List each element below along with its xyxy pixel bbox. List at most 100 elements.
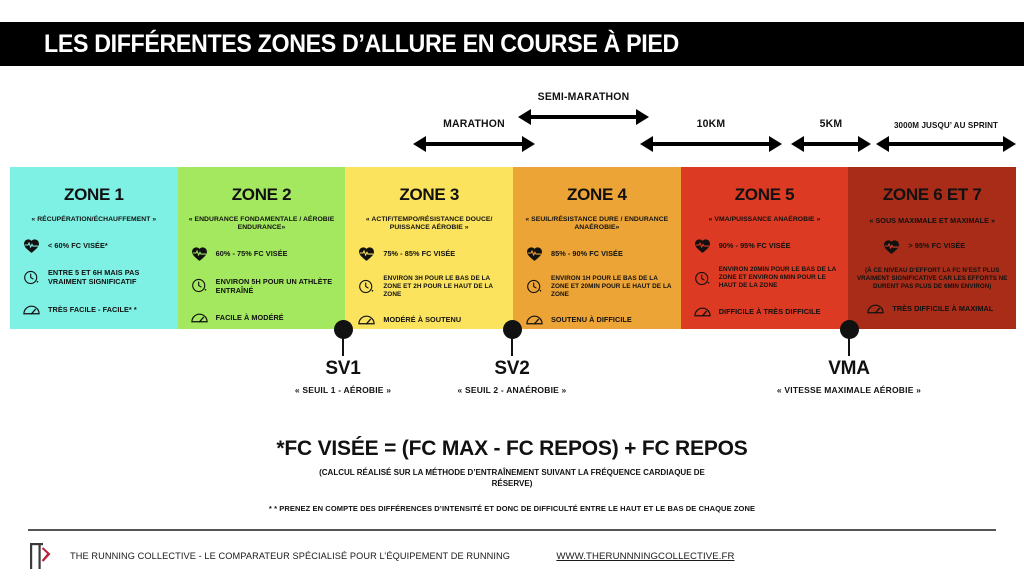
training-zones-band: ZONE 1 « RÉCUPÉRATION/ÉCHAUFFEMENT » < 6…	[10, 167, 1017, 331]
double-arrow-icon	[640, 136, 782, 152]
zone-effort-value: DIFFICILE À TRÈS DIFFICILE	[718, 306, 821, 316]
footer: THE RUNNING COLLECTIVE - LE COMPARATEUR …	[28, 540, 996, 572]
heart-rate-icon	[527, 247, 542, 262]
double-arrow-icon	[876, 136, 1016, 152]
formula-note: (CALCUL RÉALISÉ SUR LA MÉTHODE D’ENTRAÎN…	[319, 468, 705, 488]
zone-duration-value: ENVIRON 5H POUR UN ATHLÈTE ENTRAÎNÉ	[215, 276, 333, 295]
zone-column-1[interactable]: ZONE 1 « RÉCUPÉRATION/ÉCHAUFFEMENT » < 6…	[10, 167, 178, 329]
race-arrow-5km: 5KM	[791, 118, 871, 162]
zone-duration-row: ENVIRON 3H POUR LE BAS DE LA ZONE ET 2H …	[357, 275, 507, 299]
zone-column-4[interactable]: ZONE 4 « SEUIL/RÉSISTANCE DURE / ENDURAN…	[513, 167, 681, 329]
zone-title: ZONE 6 ET 7	[882, 185, 982, 204]
threshold-stem-sv2	[511, 330, 513, 356]
formula-block: *FC VISÉE = (FC MAX - FC REPOS) + FC REP…	[0, 437, 1024, 513]
zone-duration-row: (À CE NIVEAU D’EFFORT LA FC N’EST PLUS V…	[854, 267, 1010, 291]
double-arrow-icon	[791, 136, 871, 152]
zone-duration-value: ENVIRON 20MIN POUR LE BAS DE LA ZONE ET …	[718, 266, 837, 290]
zone-title: ZONE 5	[734, 185, 795, 204]
formula-main: *FC VISÉE = (FC MAX - FC REPOS) + FC REP…	[276, 437, 748, 460]
race-arrow-label: 5KM	[819, 118, 843, 130]
heart-rate-icon	[694, 239, 710, 253]
zone-hr-row: 85% - 90% FC VISÉE	[525, 243, 675, 265]
zone-effort-row: MODÉRÉ À SOUTENU	[357, 309, 507, 331]
zone-effort-row: SOUTENU À DIFFICILE	[525, 309, 675, 331]
gauge-icon	[23, 305, 40, 315]
gauge-icon	[693, 307, 711, 317]
zone-hr-row: 90% - 95% FC VISÉE	[693, 234, 843, 256]
zone-column-2[interactable]: ZONE 2 « ENDURANCE FONDAMENTALE / AÉROBI…	[177, 167, 346, 329]
race-arrow-3000m-sprint: 3000M JUSQU’ AU SPRINT	[876, 120, 1016, 164]
zone-effort-value: TRÈS DIFFICILE À MAXIMAL	[892, 303, 994, 313]
zone-effort-value: TRÈS FACILE - FACILE* *	[48, 304, 137, 314]
footer-credit: THE RUNNING COLLECTIVE - LE COMPARATEUR …	[70, 550, 511, 562]
heart-rate-icon	[24, 239, 39, 253]
zone-duration-value: ENVIRON 1H POUR LE BAS DE LA ZONE ET 20M…	[551, 274, 672, 298]
race-arrow-label: SEMI-MARATHON	[537, 91, 630, 103]
page-title: LES DIFFÉRENTES ZONES D’ALLURE EN COURSE…	[44, 29, 679, 58]
zone-hr-value: 90% - 95% FC VISÉE	[718, 240, 791, 250]
zone-effort-row: FACILE À MODÉRÉ	[190, 307, 340, 329]
clock-icon	[694, 271, 710, 286]
threshold-name: SV2	[494, 358, 530, 379]
double-arrow-icon	[518, 109, 649, 125]
zone-column-5[interactable]: ZONE 5 « VMA/PUISSANCE ANAÉROBIE » 90% -…	[680, 167, 849, 329]
zone-hr-row: > 95% FC VISÉE	[882, 235, 1010, 257]
gauge-icon	[358, 316, 376, 325]
race-arrow-label: 3000M JUSQU’ AU SPRINT	[893, 120, 999, 130]
zone-hr-row: 60% - 75% FC VISÉE	[190, 243, 340, 265]
heart-rate-icon	[884, 239, 900, 254]
zone-effort-row: TRÈS FACILE - FACILE* *	[22, 298, 172, 320]
clock-icon	[24, 270, 39, 285]
footer-url[interactable]: WWW.THERUNNNINGCOLLECTIVE.FR	[556, 550, 735, 562]
the-running-collective-logo-icon	[30, 543, 51, 569]
threshold-description: « VITESSE MAXIMALE AÉROBIE »	[776, 385, 922, 395]
zone-effort-value: FACILE À MODÉRÉ	[215, 313, 284, 323]
threshold-name: SV1	[325, 358, 361, 379]
gauge-icon	[867, 304, 885, 314]
zone-title: ZONE 1	[64, 185, 124, 204]
threshold-description: « SEUIL 1 - AÉROBIE »	[294, 385, 392, 395]
title-bar: LES DIFFÉRENTES ZONES D’ALLURE EN COURSE…	[0, 22, 1024, 66]
zone-duration-value: (À CE NIVEAU D’EFFORT LA FC N’EST PLUS V…	[856, 267, 1008, 291]
threshold-dot-sv1	[334, 320, 353, 339]
double-arrow-icon	[413, 136, 535, 152]
race-arrow-semi-marathon: SEMI-MARATHON	[518, 91, 649, 135]
heart-rate-icon	[191, 247, 207, 262]
zone-subtitle: « VMA/PUISSANCE ANAÉROBIE »	[708, 216, 821, 223]
zone-title: ZONE 2	[231, 185, 292, 204]
zone-subtitle: « SOUS MAXIMALE ET MAXIMALE »	[869, 216, 996, 225]
threshold-name: VMA	[828, 358, 870, 379]
zone-hr-value: 60% - 75% FC VISÉE	[215, 249, 288, 259]
gauge-icon	[190, 314, 208, 323]
race-distance-arrows: MARATHON SEMI-MARATHON 10KM 5KM 3000M JU…	[0, 86, 1024, 162]
threshold-description: « SEUIL 2 - ANAÉROBIE »	[457, 385, 567, 395]
zone-subtitle: « RÉCUPÉRATION/ÉCHAUFFEMENT »	[31, 216, 157, 223]
formula-footnote: * * PRENEZ EN COMPTE DES DIFFÉRENCES D’I…	[268, 503, 756, 513]
threshold-dot-vma	[840, 320, 859, 339]
threshold-sv1: SV1 « SEUIL 1 - AÉROBIE »	[243, 358, 443, 395]
zone-effort-row: TRÈS DIFFICILE À MAXIMAL	[866, 297, 1010, 319]
zone-column-6[interactable]: ZONE 6 ET 7 « SOUS MAXIMALE ET MAXIMALE …	[848, 167, 1017, 329]
threshold-sv2: SV2 « SEUIL 2 - ANAÉROBIE »	[412, 358, 612, 395]
race-arrow-label: 10KM	[696, 118, 726, 130]
gauge-icon	[526, 316, 543, 325]
zone-duration-row: ENVIRON 5H POUR UN ATHLÈTE ENTRAÎNÉ	[190, 275, 340, 297]
race-arrow-marathon: MARATHON	[413, 118, 535, 162]
zone-duration-value: ENVIRON 3H POUR LE BAS DE LA ZONE ET 2H …	[383, 274, 493, 298]
zone-effort-value: MODÉRÉ À SOUTENU	[383, 315, 462, 325]
zone-title: ZONE 4	[567, 185, 627, 204]
heart-rate-icon	[359, 247, 375, 262]
zone-duration-row: ENVIRON 20MIN POUR LE BAS DE LA ZONE ET …	[693, 266, 843, 290]
zone-column-3[interactable]: ZONE 3 « ACTIF/TEMPO/RÉSISTANCE DOUCE/ P…	[345, 167, 514, 331]
zone-hr-row: < 60% FC VISÉE*	[22, 234, 172, 256]
zone-subtitle: « SEUIL/RÉSISTANCE DURE / ENDURANCE ANAÉ…	[525, 216, 669, 232]
race-arrow-label: MARATHON	[443, 118, 505, 130]
threshold-vma: VMA « VITESSE MAXIMALE AÉROBIE »	[729, 358, 969, 395]
zone-effort-row: DIFFICILE À TRÈS DIFFICILE	[693, 300, 843, 322]
zone-hr-value: 85% - 90% FC VISÉE	[551, 249, 623, 259]
clock-icon	[527, 280, 542, 294]
zone-duration-value: ENTRE 5 ET 6H MAIS PAS VRAIMENT SIGNIFIC…	[48, 268, 140, 287]
clock-icon	[191, 279, 207, 293]
zone-hr-value: < 60% FC VISÉE*	[48, 240, 108, 250]
race-arrow-10km: 10KM	[640, 118, 782, 162]
